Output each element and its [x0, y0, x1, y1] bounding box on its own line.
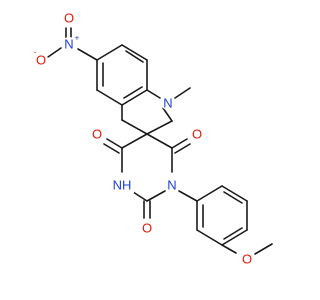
- bond-co-right-a: [171, 138, 188, 149]
- bond-benz-2: [121, 44, 148, 61]
- bond-n1-c2: [162, 107, 173, 122]
- bond-nitro-n-ring: [77, 48, 98, 61]
- bond-n1-methyl: [174, 87, 191, 99]
- bond-benz-inner-2: [123, 86, 143, 99]
- carbonyl-o-bottom-label: O: [140, 221, 154, 236]
- bond-nitro-n-o-minus: [47, 47, 62, 58]
- svg-text:O: O: [142, 221, 152, 236]
- bond-spiro-c-right: [146, 133, 173, 149]
- svg-text:N: N: [167, 178, 176, 193]
- bond-co-left-a: [106, 138, 123, 149]
- bond-aryl-o: [221, 244, 237, 254]
- bond-aryl-5: [196, 229, 223, 246]
- imide-n-aryl-label: N: [165, 178, 179, 193]
- carbonyl-o-left-label: O: [90, 127, 104, 142]
- molecule-canvas: O - N + O N O O NH N: [33, 10, 273, 267]
- svg-text:O: O: [242, 252, 252, 267]
- bond-o-methyl: [254, 243, 273, 255]
- bond-co-right-b: [174, 143, 191, 154]
- bond-benz-inner-1: [125, 50, 144, 63]
- svg-text:O: O: [92, 127, 102, 142]
- atom-labels: O - N + O N O O NH N: [34, 11, 254, 267]
- svg-text:O: O: [36, 53, 46, 68]
- bond-c4a-n1: [146, 89, 161, 99]
- svg-text:O: O: [192, 127, 202, 142]
- nitro-o-double-label: O: [62, 11, 76, 26]
- bond-n-aryl: [178, 190, 198, 202]
- bond-aryl-inner-3: [223, 227, 243, 240]
- bond-benz-1: [96, 44, 123, 61]
- nitro-n-label: N +: [62, 34, 80, 52]
- svg-text:O: O: [64, 11, 74, 26]
- bond-benz-5: [96, 89, 123, 106]
- molecule-structure: O - N + O N O O NH N: [34, 11, 273, 267]
- bond-spiro-c4: [121, 119, 148, 135]
- imide-nh-label: NH: [112, 177, 134, 193]
- bond-n-c2: [146, 190, 166, 202]
- bond-c2-spiro: [146, 120, 173, 135]
- bond-aryl-4: [221, 229, 248, 246]
- bond-aryl-inner-2: [223, 191, 243, 204]
- bond-spiro-c-left: [121, 133, 148, 149]
- bond-aryl-2: [221, 185, 248, 202]
- bond-benz-4: [121, 89, 148, 106]
- svg-text:-: -: [34, 48, 37, 57]
- bonds: [47, 27, 273, 255]
- carbonyl-o-right-label: O: [190, 127, 204, 142]
- svg-text:NH: NH: [113, 178, 132, 193]
- ring-n-methyl-label: N: [161, 96, 175, 111]
- svg-text:N: N: [64, 37, 73, 52]
- nitro-o-minus-label: O -: [34, 48, 48, 68]
- bond-aryl-1: [196, 185, 223, 202]
- svg-text:N: N: [163, 96, 172, 111]
- svg-text:+: +: [75, 34, 80, 43]
- bond-co-left-b: [103, 143, 120, 154]
- methoxy-o-label: O: [240, 252, 254, 267]
